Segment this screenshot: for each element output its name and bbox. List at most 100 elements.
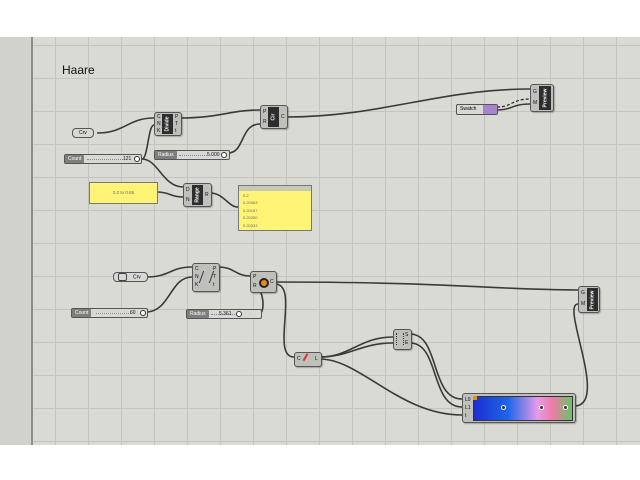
wire [227,123,261,154]
component-title: Preview [587,288,598,311]
swatch-color[interactable] [483,105,497,114]
radius-slider-top[interactable]: Radius 5.000 [154,150,230,160]
input-pin-l0[interactable]: L0 [465,397,471,403]
wire [209,192,239,208]
divide-curve-component-bottom[interactable]: C N K P T t [192,263,220,292]
wire [156,191,184,198]
input-pin-c[interactable]: C [157,114,161,120]
line-parameter-component[interactable]: C L [294,352,322,367]
count-slider-bottom[interactable]: Count 60 [71,308,148,318]
gradient-grip[interactable] [501,405,506,410]
component-title: Divide [162,114,173,134]
domain-panel-text: 0.2 to 0.65 [112,190,135,195]
radius-slider-bottom[interactable]: Radius 5.361 [186,309,262,319]
wire [319,342,394,358]
output-pin-t-lower[interactable]: t [175,128,177,134]
panel-row: 0.2 [243,193,249,198]
gradient-component[interactable]: L0 L1 t [462,393,576,423]
input-pin-p[interactable]: P [253,274,257,280]
curve-param-top[interactable]: Crv [72,128,94,138]
input-pin-g[interactable]: G [581,290,585,296]
slider-knob[interactable] [134,156,140,162]
wire [274,281,579,291]
input-pin-m[interactable]: M [533,100,538,106]
wire [145,276,193,313]
input-pin-p[interactable]: P [263,109,267,115]
panel-row: 0.20333 [243,222,258,228]
slider-track [179,155,207,156]
output-pin-t-lower[interactable]: t [213,282,215,288]
slider-label: Count [72,309,92,317]
curve-param-bottom[interactable]: Crv [113,272,148,282]
input-pin-n[interactable]: N [157,121,161,127]
count-slider-top[interactable]: Count 121 [64,154,142,164]
output-pin-c[interactable]: C [281,114,285,120]
wire [141,158,184,188]
divide-curve-component-top[interactable]: C N K Divide P T t [154,112,182,136]
output-pin-c[interactable]: C [270,279,274,285]
domain-panel[interactable]: 0.2 to 0.65 [89,182,158,204]
input-pin-l1[interactable]: L1 [465,405,471,411]
output-pin-p[interactable]: P [175,114,179,120]
panel-header [239,186,311,191]
wire [409,333,463,400]
slider-knob[interactable] [236,311,242,317]
output-pin-e[interactable]: E [405,340,409,346]
input-pin-d[interactable]: D [186,187,190,193]
component-title: Preview [539,86,551,110]
wire [573,303,589,407]
canvas-left-strip [0,37,33,445]
slider-track [211,314,239,315]
slider-knob[interactable] [221,152,227,158]
swatch-label: Swatch [460,106,477,112]
grasshopper-canvas[interactable]: Haare Crv [0,37,640,445]
output-pin-t[interactable]: T [213,274,217,280]
slider-label: Radius [187,310,209,318]
output-pin-t[interactable]: T [175,121,179,127]
preview-component-bottom[interactable]: G M Preview [578,286,600,313]
slider-track [87,159,123,160]
input-pin-t[interactable]: t [465,413,467,419]
preview-component-top[interactable]: G M Preview [530,84,554,112]
panel-row: 0.20250 [243,215,258,221]
input-pin-g[interactable]: G [533,89,537,95]
slider-track [96,313,131,314]
component-title: Cir [268,107,279,127]
endpoints-component[interactable]: S E [393,329,412,350]
wires-layer [96,88,589,416]
input-pin-k[interactable]: K [195,282,199,288]
panel-row: 0.20083 [243,200,258,206]
canvas-group-title: Haare [62,63,95,77]
wire [496,98,531,108]
slider-value: 60 [130,310,136,316]
output-panel[interactable]: 0.2 0.20083 0.20167 0.20250 0.20333 [238,185,312,231]
input-pin-k[interactable]: K [157,128,161,134]
colour-swatch[interactable]: Swatch [456,104,498,115]
panel-row: 0.20167 [243,207,258,213]
input-pin-c[interactable]: C [297,356,301,362]
endpoints-icon [396,333,404,345]
component-title: Range [192,185,203,205]
circle-component-top[interactable]: P R Cir C [260,105,288,129]
gradient-grip[interactable] [563,405,568,410]
wire [285,88,531,118]
input-pin-c[interactable]: C [195,266,199,272]
input-pin-r[interactable]: R [263,119,267,125]
range-component[interactable]: D N Range R [183,183,212,207]
input-pin-r[interactable]: R [253,283,257,289]
input-pin-n[interactable]: N [186,197,190,203]
output-pin-p[interactable]: P [213,266,217,272]
wire [274,283,295,358]
param-label: Crv [133,274,141,281]
line-icon [302,353,315,365]
input-pin-m[interactable]: M [581,301,586,307]
wire [179,109,261,119]
output-pin-r[interactable]: R [205,192,209,198]
circle-component-bottom[interactable]: P R C [250,271,277,293]
output-pin-l[interactable]: L [315,356,318,362]
input-pin-n[interactable]: N [195,274,199,280]
gradient-grip[interactable] [539,405,544,410]
gradient-bar[interactable] [473,396,573,421]
slider-knob[interactable] [140,310,146,316]
output-pin-s[interactable]: S [405,332,409,338]
